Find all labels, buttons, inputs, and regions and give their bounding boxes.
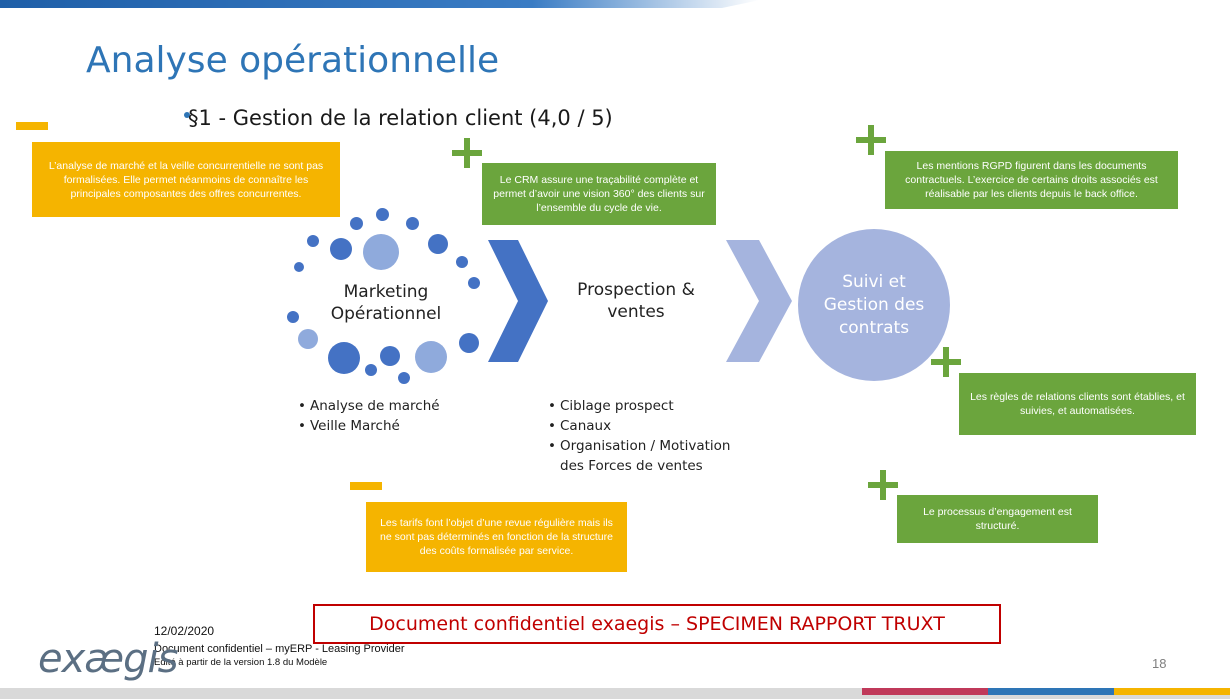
cluster-dot xyxy=(298,329,318,349)
bottom-accent-bar xyxy=(862,688,988,695)
footer-doc-line: Document confidentiel – myERP - Leasing … xyxy=(154,643,405,655)
chevron-arrow-dark xyxy=(488,240,548,362)
list-item: Organisation / Motivation des Forces de … xyxy=(548,436,748,476)
positive-callout-rgpd: Les mentions RGPD figurent dans les docu… xyxy=(885,151,1178,209)
cluster-dot xyxy=(287,311,299,323)
stage-prospection-label: Prospection & ventes xyxy=(577,280,695,322)
slide-subtitle: §1 - Gestion de la relation client (4,0 … xyxy=(188,106,613,130)
plus-icon xyxy=(452,138,482,168)
chevron-arrow-light xyxy=(726,240,792,362)
marketing-bullet-list: Analyse de marché Veille Marché xyxy=(298,396,498,436)
exaegis-logo: exægis xyxy=(38,636,178,682)
bottom-accent-bar xyxy=(1114,688,1230,695)
bottom-accent-bar xyxy=(988,688,1114,695)
list-item: Veille Marché xyxy=(298,416,498,436)
plus-icon xyxy=(856,125,886,155)
cluster-dot xyxy=(406,217,419,230)
stage-suivi-label: Suivi et Gestion des contrats xyxy=(823,271,925,338)
cluster-dot xyxy=(428,234,448,254)
cluster-dot xyxy=(468,277,480,289)
cluster-dot xyxy=(365,364,377,376)
plus-icon xyxy=(868,470,898,500)
positive-callout-crm: Le CRM assure une traçabilité complète e… xyxy=(482,163,716,225)
cluster-dot xyxy=(330,238,352,260)
top-accent-bar xyxy=(0,0,760,8)
slide-title: Analyse opérationnelle xyxy=(86,40,500,81)
plus-icon xyxy=(931,347,961,377)
minus-icon xyxy=(16,122,48,130)
cluster-dot xyxy=(415,341,447,373)
footer-version-line: Edité à partir de la version 1.8 du Modè… xyxy=(154,657,328,668)
negative-callout-pricing: Les tarifs font l’objet d’une revue régu… xyxy=(366,502,627,572)
list-item: Canaux xyxy=(548,416,748,436)
cluster-dot xyxy=(456,256,468,268)
cluster-dot xyxy=(307,235,319,247)
stage-suivi-circle: Suivi et Gestion des contrats xyxy=(798,229,950,381)
cluster-dot xyxy=(398,372,410,384)
confidential-banner: Document confidentiel exaegis – SPECIMEN… xyxy=(313,604,1001,644)
page-number: 18 xyxy=(1152,656,1167,671)
footer-date: 12/02/2020 xyxy=(154,624,215,638)
cluster-dot xyxy=(363,234,399,270)
list-item: Analyse de marché xyxy=(298,396,498,416)
negative-callout-market-analysis: L’analyse de marché et la veille concurr… xyxy=(32,142,340,217)
list-item: Ciblage prospect xyxy=(548,396,748,416)
stage-marketing-label: Marketing Opérationnel xyxy=(330,282,442,324)
minus-icon xyxy=(350,482,382,490)
bottom-strip xyxy=(0,688,1230,699)
cluster-dot xyxy=(294,262,304,272)
prospection-bullet-list: Ciblage prospect Canaux Organisation / M… xyxy=(548,396,748,476)
subtitle-bullet xyxy=(184,112,190,118)
cluster-dot xyxy=(328,342,360,374)
cluster-dot xyxy=(376,208,389,221)
positive-callout-engagement: Le processus d’engagement est structuré. xyxy=(897,495,1098,543)
positive-callout-rules: Les règles de relations clients sont éta… xyxy=(959,373,1196,435)
cluster-dot xyxy=(459,333,479,353)
cluster-dot xyxy=(380,346,400,366)
cluster-dot xyxy=(350,217,363,230)
